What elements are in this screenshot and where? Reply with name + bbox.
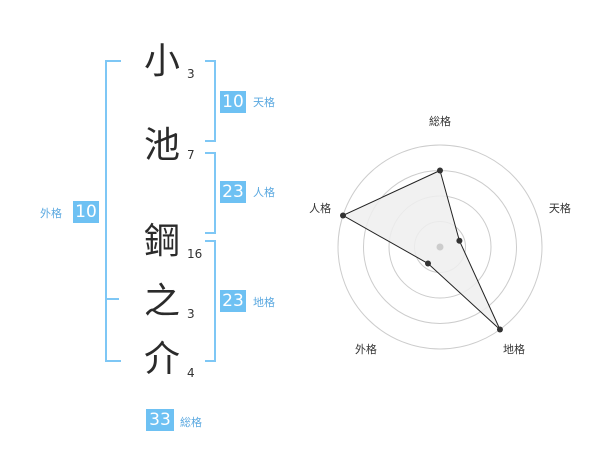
radar-label-外格: 外格 bbox=[355, 342, 377, 356]
gaikaku-value-badge: 10 bbox=[73, 201, 99, 223]
soukaku-label: 総格 bbox=[180, 416, 202, 429]
radar-ring bbox=[337, 144, 543, 350]
radar-point-地格 bbox=[496, 326, 503, 333]
jinkaku-bracket bbox=[205, 152, 216, 234]
stroke-count-2: 7 bbox=[187, 148, 195, 162]
gaikaku-label: 外格 bbox=[40, 207, 62, 220]
name-char-4: 之 bbox=[143, 281, 180, 322]
tenkaku-value-badge: 10 bbox=[220, 91, 246, 113]
jinkaku-value-badge: 23 bbox=[220, 181, 246, 203]
gaikaku-bracket-tick-bottom bbox=[107, 298, 119, 300]
chikaku-label: 地格 bbox=[253, 296, 275, 309]
radar-data-area bbox=[341, 169, 501, 330]
soukaku-value-badge: 33 bbox=[146, 409, 174, 431]
stroke-count-1: 3 bbox=[187, 67, 195, 81]
name-char-2: 池 bbox=[143, 125, 180, 166]
radar-point-総格 bbox=[437, 167, 443, 174]
radar-data-points bbox=[339, 167, 503, 333]
radar-center-dot bbox=[436, 243, 444, 251]
radar-label-地格: 地格 bbox=[503, 342, 525, 356]
tenkaku-label: 天格 bbox=[253, 96, 275, 109]
radar-label-人格: 人格 bbox=[309, 201, 331, 215]
gaikaku-bracket bbox=[105, 60, 121, 362]
stroke-count-5: 4 bbox=[187, 366, 195, 380]
radar-label-総格: 総格 bbox=[429, 114, 451, 128]
jinkaku-label: 人格 bbox=[253, 186, 275, 199]
name-char-1: 小 bbox=[143, 41, 180, 82]
radar-point-天格 bbox=[456, 237, 463, 244]
tenkaku-bracket bbox=[205, 60, 216, 142]
name-char-5: 介 bbox=[143, 339, 180, 380]
chikaku-value-badge: 23 bbox=[220, 290, 246, 312]
radar-point-人格 bbox=[339, 212, 346, 219]
radar-label-天格: 天格 bbox=[549, 201, 571, 215]
chikaku-bracket bbox=[205, 240, 216, 362]
name-char-3: 鋼 bbox=[143, 221, 180, 262]
stroke-count-3: 16 bbox=[187, 247, 203, 261]
radar-point-外格 bbox=[425, 260, 432, 267]
stroke-count-4: 3 bbox=[187, 307, 195, 321]
